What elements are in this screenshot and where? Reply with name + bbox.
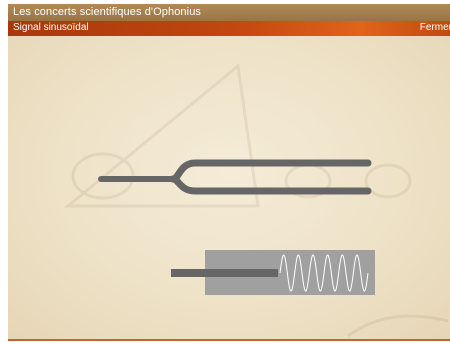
- app-title: Les concerts scientifiques d'Ophonius: [13, 6, 201, 18]
- background-watermark: [68, 66, 448, 336]
- section-title: Signal sinusoïdal: [13, 22, 89, 33]
- app-window: Les concerts scientifiques d'Ophonius Si…: [8, 4, 450, 341]
- section-bar: Signal sinusoïdal Fermer: [8, 21, 450, 36]
- signal-display: [171, 250, 375, 295]
- scene: [8, 36, 450, 339]
- title-bar: Les concerts scientifiques d'Ophonius: [8, 4, 450, 21]
- main-stage: [8, 36, 450, 339]
- close-button[interactable]: Fermer: [420, 22, 450, 33]
- bottom-border: [8, 339, 450, 341]
